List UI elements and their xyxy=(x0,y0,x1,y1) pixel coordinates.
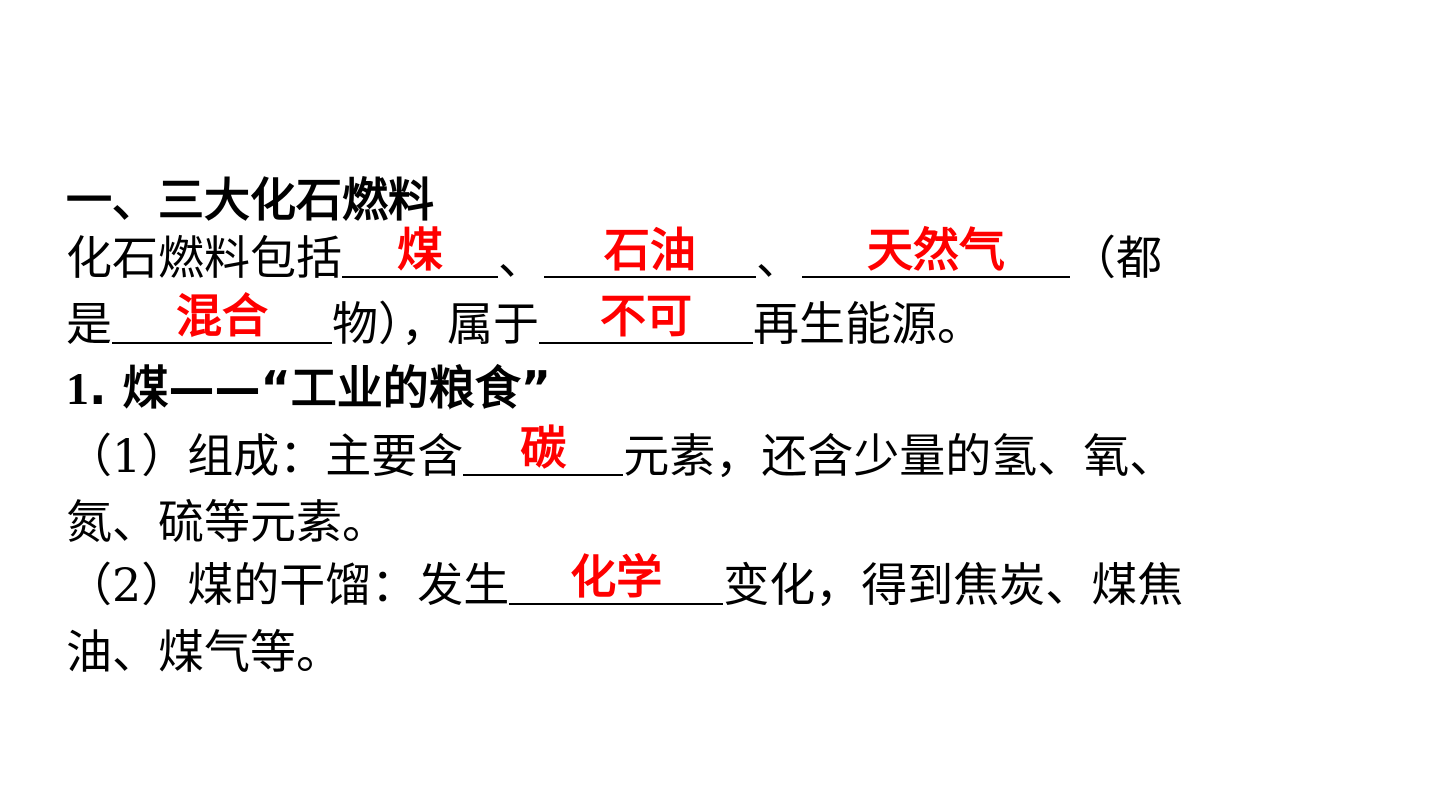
item-2-line-1: （2）煤的干馏：发生 化学 变化，得到焦炭、煤焦 xyxy=(66,550,1184,617)
intro-line-2: 是 混合 物），属于 不可 再生能源。 xyxy=(66,289,983,356)
blank-1: 煤 xyxy=(342,223,498,278)
intro-line-1: 化石燃料包括 煤 、 石油 、 天然气 （都 xyxy=(66,223,1162,290)
answer-oil: 石油 xyxy=(604,223,696,277)
answer-coal: 煤 xyxy=(397,223,443,277)
blank-2: 石油 xyxy=(544,223,756,278)
intro-text-4: 物），属于 xyxy=(332,297,539,351)
intro-text-2: （都 xyxy=(1070,231,1162,285)
item-2-line-2: 油、煤气等。 xyxy=(66,625,342,679)
blank-4: 混合 xyxy=(112,289,332,344)
section-1-title: 1. 煤——“工业的粮食” xyxy=(66,356,551,420)
item-2-text-2: 变化，得到焦炭、煤焦 xyxy=(723,558,1184,612)
item-1-text-1: （1）组成：主要含 xyxy=(66,429,464,483)
separator-2: 、 xyxy=(756,231,802,285)
section-1-label: . 煤——“工业的粮食” xyxy=(89,361,551,415)
blank-5: 不可 xyxy=(539,289,753,344)
item-1-line-1: （1）组成：主要含 碳 元素，还含少量的氢、氧、 xyxy=(66,421,1176,488)
blank-3: 天然气 xyxy=(802,223,1070,278)
blank-7: 化学 xyxy=(509,550,724,605)
separator-1: 、 xyxy=(498,231,544,285)
answer-mixture: 混合 xyxy=(176,289,268,343)
intro-text-3: 是 xyxy=(66,297,112,351)
answer-carbon: 碳 xyxy=(520,421,567,475)
answer-chemical: 化学 xyxy=(570,550,663,604)
answer-natural-gas: 天然气 xyxy=(867,223,1005,277)
intro-text-5: 再生能源。 xyxy=(753,297,983,351)
blank-6: 碳 xyxy=(463,421,624,476)
section-heading: 一、三大化石燃料 xyxy=(66,173,434,227)
item-1-text-2: 元素，还含少量的氢、氧、 xyxy=(623,429,1176,483)
item-1-line-2: 氮、硫等元素。 xyxy=(66,495,388,549)
section-1-number: 1 xyxy=(66,363,89,414)
item-2-text-1: （2）煤的干馏：发生 xyxy=(66,558,510,612)
intro-text-1: 化石燃料包括 xyxy=(66,231,342,285)
answer-non: 不可 xyxy=(600,289,692,343)
